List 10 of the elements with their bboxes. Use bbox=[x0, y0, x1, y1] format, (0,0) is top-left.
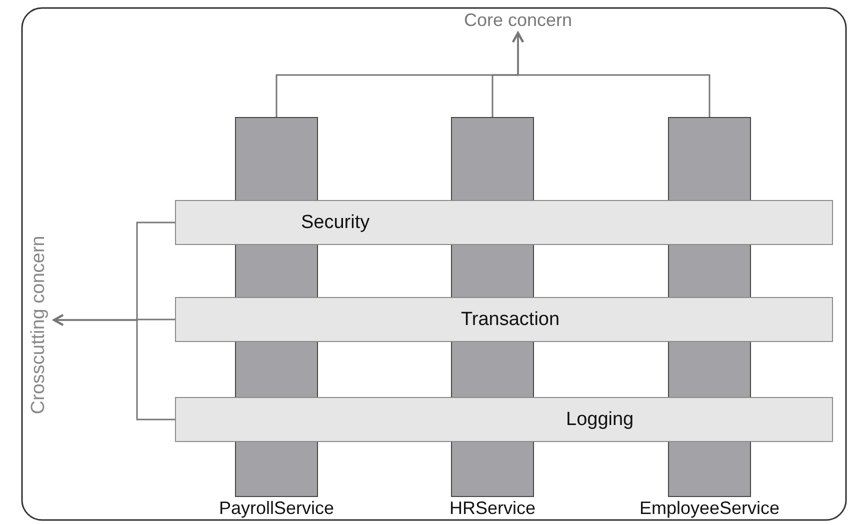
connector-arrow bbox=[512, 32, 710, 117]
concern-band: Transaction bbox=[175, 297, 833, 342]
concern-band: Security bbox=[175, 200, 833, 245]
service-name: EmployeeService bbox=[639, 498, 780, 519]
concern-band: Logging bbox=[175, 397, 833, 442]
axis-caption: Crosscutting concern bbox=[28, 225, 50, 425]
service-name: HRService bbox=[449, 498, 536, 519]
axis-caption: Core concern bbox=[464, 10, 572, 31]
service-name: PayrollService bbox=[218, 498, 334, 519]
connector-arrow bbox=[53, 314, 175, 420]
